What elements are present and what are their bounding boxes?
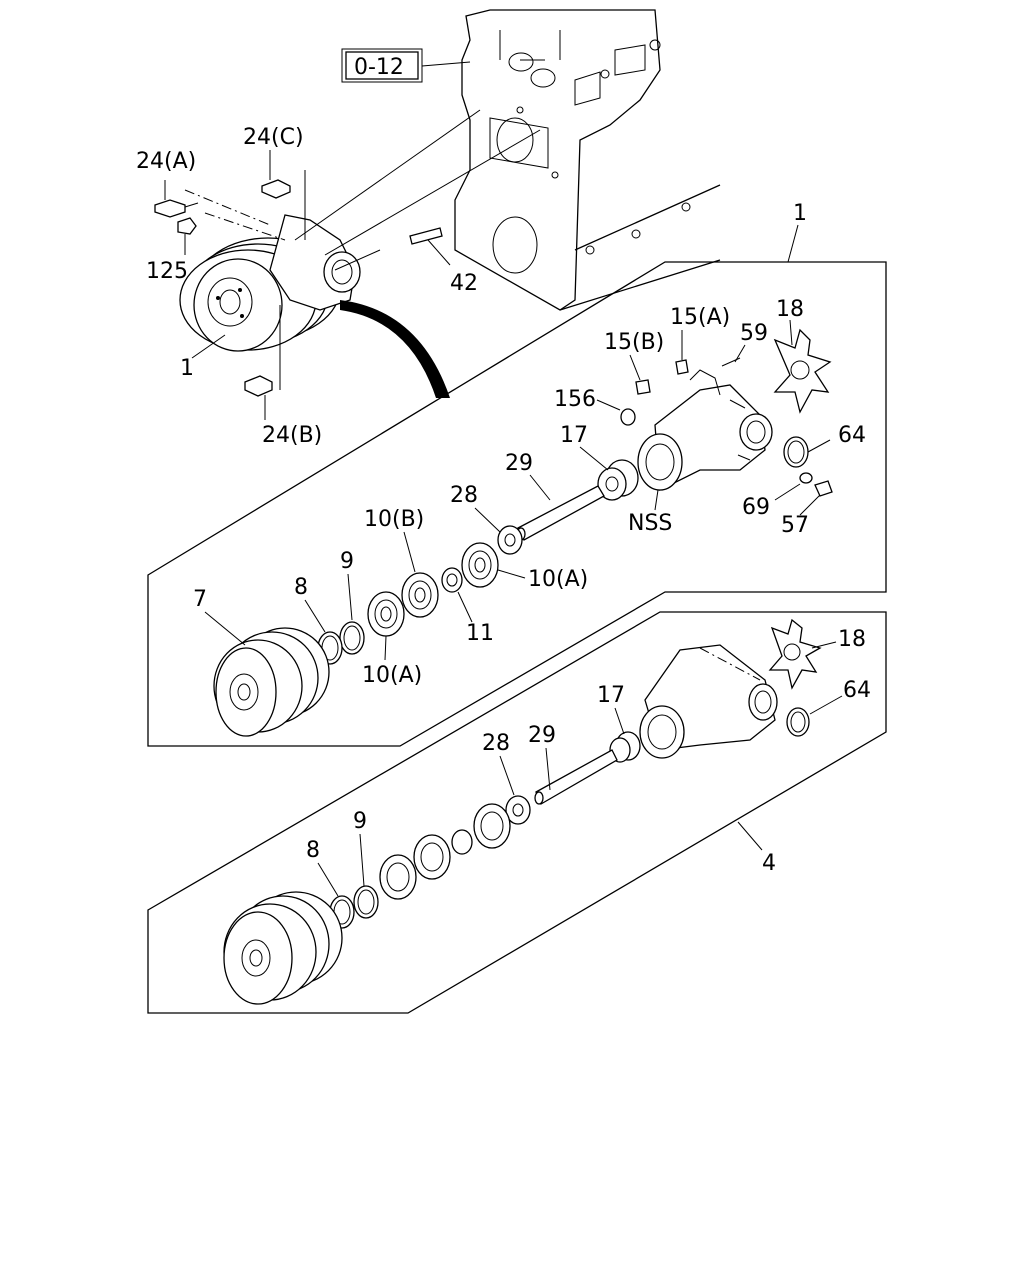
label-24c: 24(C) bbox=[243, 125, 304, 150]
label-29a: 29 bbox=[505, 451, 533, 476]
label-17b: 17 bbox=[597, 683, 625, 708]
label-64b: 64 bbox=[843, 678, 871, 703]
kit-4-panel bbox=[147, 611, 887, 1014]
mid-housing bbox=[637, 369, 773, 492]
impeller-18a-icon bbox=[773, 328, 832, 414]
bottom-housing bbox=[639, 644, 778, 759]
bolt-24c-icon bbox=[261, 150, 291, 199]
bottom-bearings-icon bbox=[379, 803, 511, 900]
bolt-24a-icon bbox=[154, 180, 199, 218]
label-9b: 9 bbox=[353, 809, 367, 834]
assembled-water-pump bbox=[179, 109, 541, 398]
label-64a: 64 bbox=[838, 423, 866, 448]
washer-28a-icon bbox=[497, 525, 523, 555]
nut-125-icon bbox=[177, 217, 197, 255]
label-29b: 29 bbox=[528, 723, 556, 748]
snap-ring-9a-icon bbox=[339, 621, 365, 655]
reference-box: 0-12 bbox=[341, 48, 471, 83]
label-18b: 18 bbox=[838, 627, 866, 652]
label-28a: 28 bbox=[450, 483, 478, 508]
oring-64a-icon bbox=[783, 436, 809, 468]
label-8b: 8 bbox=[306, 838, 320, 863]
label-42: 42 bbox=[450, 271, 478, 296]
label-nss: NSS bbox=[628, 511, 672, 536]
seal-17a-icon bbox=[597, 459, 639, 501]
label-15b: 15(B) bbox=[604, 330, 664, 355]
fittings-15-156-59-icon bbox=[620, 357, 741, 426]
label-24a: 24(A) bbox=[136, 149, 196, 174]
shaft-29b-icon bbox=[534, 749, 618, 805]
label-10a-lower: 10(A) bbox=[362, 663, 422, 688]
label-24b: 24(B) bbox=[262, 423, 322, 448]
label-8a: 8 bbox=[294, 575, 308, 600]
shaft-29a-icon bbox=[516, 485, 605, 541]
label-1a: 1 bbox=[180, 356, 194, 381]
pulley-bottom-icon bbox=[223, 891, 343, 1005]
label-69: 69 bbox=[742, 495, 770, 520]
label-28b: 28 bbox=[482, 731, 510, 756]
label-18a: 18 bbox=[776, 297, 804, 322]
oring-64b-icon bbox=[786, 707, 810, 737]
engine-block bbox=[454, 9, 721, 311]
bearing-10a-lower-icon bbox=[367, 591, 405, 637]
bolt-24b-icon bbox=[244, 375, 273, 420]
impeller-18b-icon bbox=[768, 618, 822, 690]
label-1b: 1 bbox=[793, 201, 807, 226]
bearing-10b-icon bbox=[401, 572, 439, 618]
washer-28b-icon bbox=[505, 795, 531, 825]
label-125: 125 bbox=[146, 259, 188, 284]
label-10a-upper: 10(A) bbox=[528, 567, 588, 592]
label-9a: 9 bbox=[340, 549, 354, 574]
stud-42-icon bbox=[409, 227, 451, 266]
label-10b: 10(B) bbox=[364, 507, 424, 532]
label-15a: 15(A) bbox=[670, 305, 730, 330]
bearing-10a-upper-icon bbox=[461, 542, 499, 588]
spacer-11-icon bbox=[441, 567, 463, 593]
label-156: 156 bbox=[554, 387, 596, 412]
plug-69-57-icon bbox=[799, 472, 833, 497]
reference-box-label: 0-12 bbox=[354, 55, 404, 80]
pulley-7-icon bbox=[213, 627, 330, 737]
label-11: 11 bbox=[466, 621, 494, 646]
label-57: 57 bbox=[781, 513, 809, 538]
snap-ring-9b-icon bbox=[353, 885, 379, 919]
label-59: 59 bbox=[740, 321, 768, 346]
label-17a: 17 bbox=[560, 423, 588, 448]
label-4: 4 bbox=[762, 851, 776, 876]
kit-1-panel bbox=[147, 261, 887, 747]
label-7: 7 bbox=[193, 587, 207, 612]
